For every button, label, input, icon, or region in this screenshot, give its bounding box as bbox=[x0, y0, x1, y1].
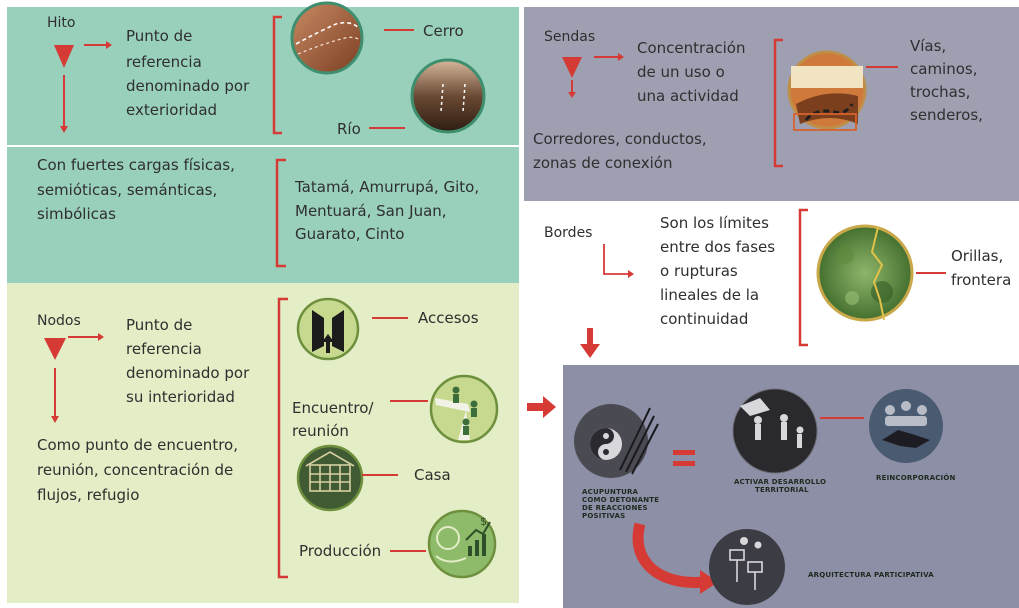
places-bracket bbox=[275, 158, 286, 268]
sendas-arrow-down-icon bbox=[568, 80, 576, 98]
sendas-bracket bbox=[773, 38, 783, 168]
cerro-label: Cerro bbox=[423, 22, 464, 40]
hito-bracket bbox=[272, 15, 282, 135]
hito-charges-line-2: semióticas, semánticas, bbox=[37, 181, 218, 199]
sendas-title: Sendas bbox=[544, 29, 596, 45]
sendas-types-line-2: zonas de conexión bbox=[533, 154, 673, 172]
nodos-description-line-3: flujos, refugio bbox=[37, 486, 140, 504]
nodos-description-line-1: Como punto de encuentro, bbox=[37, 436, 238, 454]
hito-triangle-icon bbox=[54, 45, 74, 68]
nodos-definition-line-2: referencia bbox=[126, 340, 202, 358]
nodos-description-line-2: reunión, concentración de bbox=[37, 461, 234, 479]
sendas-definition-line-1: Concentración bbox=[637, 39, 746, 57]
cerro-photo-icon bbox=[290, 1, 364, 75]
bordes-definition-line-2: entre dos fases bbox=[660, 238, 776, 256]
bordes-definition-line-3: o rupturas bbox=[660, 262, 738, 280]
borde-aerial-icon bbox=[816, 224, 914, 322]
produccion-label: Producción bbox=[299, 542, 382, 560]
svg-text:$: $ bbox=[480, 515, 487, 528]
rio-label: Río bbox=[337, 120, 361, 138]
hito-arrow-down-icon bbox=[60, 75, 68, 133]
participation-icon bbox=[709, 529, 785, 605]
hito-definition-line-1: Punto de bbox=[126, 27, 193, 45]
sendas-definition-line-2: de un uso o bbox=[637, 63, 725, 81]
sendas-panel bbox=[524, 7, 1019, 201]
sendas-types-line-1: Corredores, conductos, bbox=[533, 130, 707, 148]
nodos-definition-line-1: Punto de bbox=[126, 316, 193, 334]
hito-charges-line-3: simbólicas bbox=[37, 205, 116, 223]
places-line-1: Tatamá, Amurrupá, Gito, bbox=[295, 178, 480, 196]
acupuntura-label-line-3: DE REACCIONES bbox=[582, 504, 648, 512]
hito-charges-line-1: Con fuertes cargas físicas, bbox=[37, 156, 235, 174]
nodos-triangle-icon bbox=[44, 338, 66, 360]
hito-panel-bottom bbox=[7, 147, 519, 283]
senda-road-icon bbox=[787, 50, 867, 131]
acupuntura-label-line-1: ACUPUNTURA bbox=[582, 488, 639, 496]
nodos-title: Nodos bbox=[37, 313, 81, 329]
bordes-definition-line-1: Son los límites bbox=[660, 214, 769, 232]
bordes-title: Bordes bbox=[544, 225, 593, 241]
bordes-down-arrow-icon bbox=[580, 328, 600, 358]
produccion-icon: $ bbox=[427, 509, 497, 579]
sendas-examples-line-1: Vías, bbox=[910, 37, 947, 55]
encuentro-label-line-1: Encuentro/ bbox=[292, 399, 374, 417]
hito-arrow-right-icon bbox=[84, 41, 112, 49]
accesos-label: Accesos bbox=[418, 309, 479, 327]
rio-photo-icon bbox=[410, 58, 486, 134]
casa-label: Casa bbox=[414, 466, 451, 484]
handshake-icon bbox=[869, 389, 943, 463]
hito-definition-line-3: denominado por bbox=[126, 77, 250, 95]
places-line-2: Mentuará, San Juan, bbox=[295, 202, 447, 220]
sendas-examples-line-2: caminos, bbox=[910, 60, 978, 78]
acceso-icon bbox=[296, 297, 360, 361]
sendas-definition-line-3: una actividad bbox=[637, 87, 739, 105]
sendas-examples-line-3: trochas, bbox=[910, 83, 971, 101]
bordes-definition-line-5: continuidad bbox=[660, 310, 749, 328]
sendas-examples-line-4: senderos, bbox=[910, 106, 983, 124]
places-line-3: Guarato, Cinto bbox=[295, 225, 405, 243]
nodos-arrow-right-icon bbox=[68, 333, 104, 341]
sendas-arrow-right-icon bbox=[594, 53, 624, 61]
big-arrow-right-icon bbox=[527, 396, 556, 418]
equals-icon bbox=[673, 450, 695, 466]
hito-title: Hito bbox=[47, 15, 76, 31]
sendas-triangle-icon bbox=[562, 57, 582, 78]
encuentro-label-line-2: reunión bbox=[292, 422, 349, 440]
curved-arrow-icon bbox=[632, 522, 718, 594]
activar-label-line-2: TERRITORIAL bbox=[755, 486, 809, 494]
yin-yang-acupuncture-icon bbox=[574, 404, 659, 478]
hito-definition-line-4: exterioridad bbox=[126, 101, 218, 119]
nodos-arrow-down-icon bbox=[51, 368, 59, 423]
acupuntura-label-line-2: COMO DETONANTE bbox=[582, 496, 660, 504]
reincorporacion-label: REINCORPORACIÓN bbox=[876, 474, 956, 482]
bordes-examples-line-1: Orillas, bbox=[951, 247, 1004, 265]
crowd-photo-icon bbox=[732, 388, 818, 474]
bordes-elbow-arrow-icon bbox=[603, 244, 634, 278]
bordes-definition-line-4: lineales de la bbox=[660, 286, 760, 304]
bordes-examples-line-2: frontera bbox=[951, 271, 1012, 289]
casa-photo-icon bbox=[296, 444, 364, 512]
hito-definition-line-2: referencia bbox=[126, 53, 202, 71]
nodos-bracket bbox=[277, 297, 288, 579]
acupuntura-label-line-4: POSITIVAS bbox=[582, 512, 626, 520]
nodos-definition-line-3: denominado por bbox=[126, 364, 250, 382]
arquitectura-label: ARQUITECTURA PARTICIPATIVA bbox=[808, 571, 934, 579]
bordes-bracket bbox=[798, 208, 808, 347]
encuentro-icon bbox=[429, 374, 499, 444]
nodos-definition-line-4: su interioridad bbox=[126, 388, 235, 406]
activar-label-line-1: ACTIVAR DESARROLLO bbox=[734, 478, 827, 486]
